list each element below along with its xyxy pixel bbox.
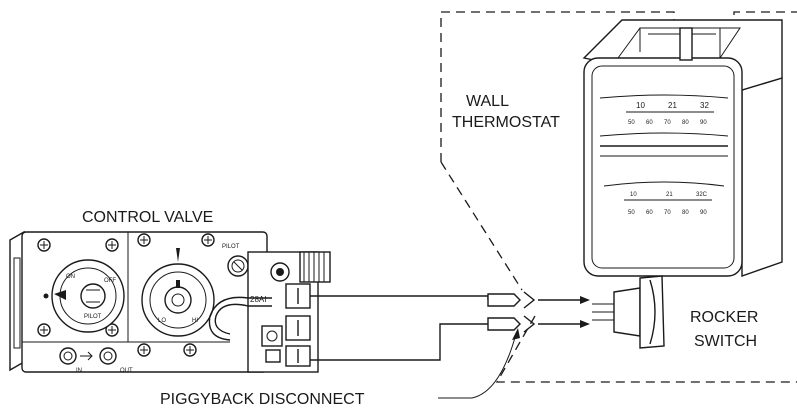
- wall-thermostat-label-line2: THERMOSTAT: [452, 114, 560, 131]
- svg-text:60: 60: [646, 120, 653, 126]
- wall-thermostat-label-line1: WALL: [466, 93, 509, 110]
- rocker-switch: [592, 275, 665, 349]
- svg-text:70: 70: [664, 120, 671, 126]
- rocker-switch-label-line2: SWITCH: [694, 333, 757, 350]
- svg-text:90: 90: [700, 120, 707, 126]
- svg-text:HI: HI: [192, 318, 198, 324]
- svg-text:21: 21: [666, 192, 673, 198]
- thermostat-upper-scale: 10 21 32 50 60 70 80 90: [626, 101, 714, 126]
- svg-text:PILOT: PILOT: [222, 244, 240, 250]
- svg-text:80: 80: [682, 120, 689, 126]
- svg-text:LO: LO: [158, 318, 166, 324]
- wiring-dashed-enclosure: [440, 11, 797, 383]
- svg-text:90: 90: [700, 210, 707, 216]
- wall-thermostat: 10 21 32 50 60 70 80 90 10 21 32C 50 60 …: [582, 19, 783, 277]
- svg-text:IN: IN: [76, 368, 82, 374]
- inlet-outlet-ports: IN OUT: [59, 347, 133, 374]
- svg-text:OFF: OFF: [104, 278, 116, 284]
- svg-text:50: 50: [628, 210, 635, 216]
- piggyback-disconnect: [438, 291, 536, 399]
- svg-text:21: 21: [668, 101, 677, 110]
- svg-text:70: 70: [664, 210, 671, 216]
- svg-text:80: 80: [682, 210, 689, 216]
- svg-text:10: 10: [630, 192, 637, 198]
- control-valve-label: CONTROL VALVE: [82, 209, 213, 226]
- svg-text:PILOT: PILOT: [84, 314, 102, 320]
- control-valve: ON OFF PILOT LO HI PILOT 28AI: [9, 230, 331, 374]
- svg-text:50: 50: [628, 120, 635, 126]
- valve-screws: [37, 233, 215, 357]
- temperature-knob: LO HI: [141, 248, 215, 337]
- svg-text:28AI: 28AI: [250, 295, 266, 304]
- svg-text:10: 10: [636, 101, 645, 110]
- piggyback-disconnect-label: PIGGYBACK DISCONNECT: [160, 391, 365, 408]
- svg-text:ON: ON: [66, 274, 75, 280]
- outlet-fitting: [299, 251, 331, 283]
- rocker-switch-label-line1: ROCKER: [690, 309, 758, 326]
- svg-text:32: 32: [700, 101, 709, 110]
- svg-text:OUT: OUT: [120, 368, 133, 374]
- connection-arrows: [538, 296, 590, 328]
- pilot-outlet: PILOT: [222, 244, 249, 277]
- svg-text:32C: 32C: [696, 192, 708, 198]
- pilot-knob: ON OFF PILOT: [43, 259, 125, 333]
- valve-wires: [310, 295, 489, 361]
- svg-text:60: 60: [646, 210, 653, 216]
- thermostat-lower-scale: 10 21 32C 50 60 70 80 90: [624, 192, 712, 216]
